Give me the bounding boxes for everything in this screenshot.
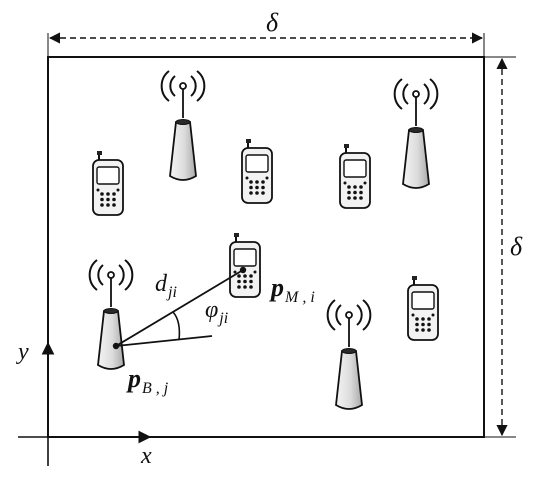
distance-line <box>115 269 244 347</box>
height-label: δ <box>510 232 523 261</box>
distance-label: dji <box>155 271 177 301</box>
angle-arc <box>172 311 181 341</box>
angle-label: φji <box>205 297 229 327</box>
mobile-phone-icon <box>241 138 273 204</box>
cell-tower-icon <box>326 299 372 410</box>
base-position-label: pB , j <box>128 364 169 397</box>
cell-tower-icon <box>160 70 206 181</box>
reference-line <box>115 335 213 347</box>
area-boundary <box>47 56 485 438</box>
y-axis-label: y <box>18 339 29 365</box>
mobile-phone-icon <box>339 143 371 209</box>
mobile-phone-icon <box>92 150 124 216</box>
cell-tower-icon <box>393 78 439 189</box>
mobile-position-dot <box>239 266 247 274</box>
x-axis-label: x <box>141 443 152 469</box>
width-label: δ <box>266 8 279 37</box>
mobile-phone-icon <box>229 232 261 298</box>
mobile-position-label: pM , i <box>271 273 315 306</box>
mobile-phone-icon <box>407 275 439 341</box>
cell-tower-icon <box>88 259 134 370</box>
base-position-dot <box>112 342 120 350</box>
